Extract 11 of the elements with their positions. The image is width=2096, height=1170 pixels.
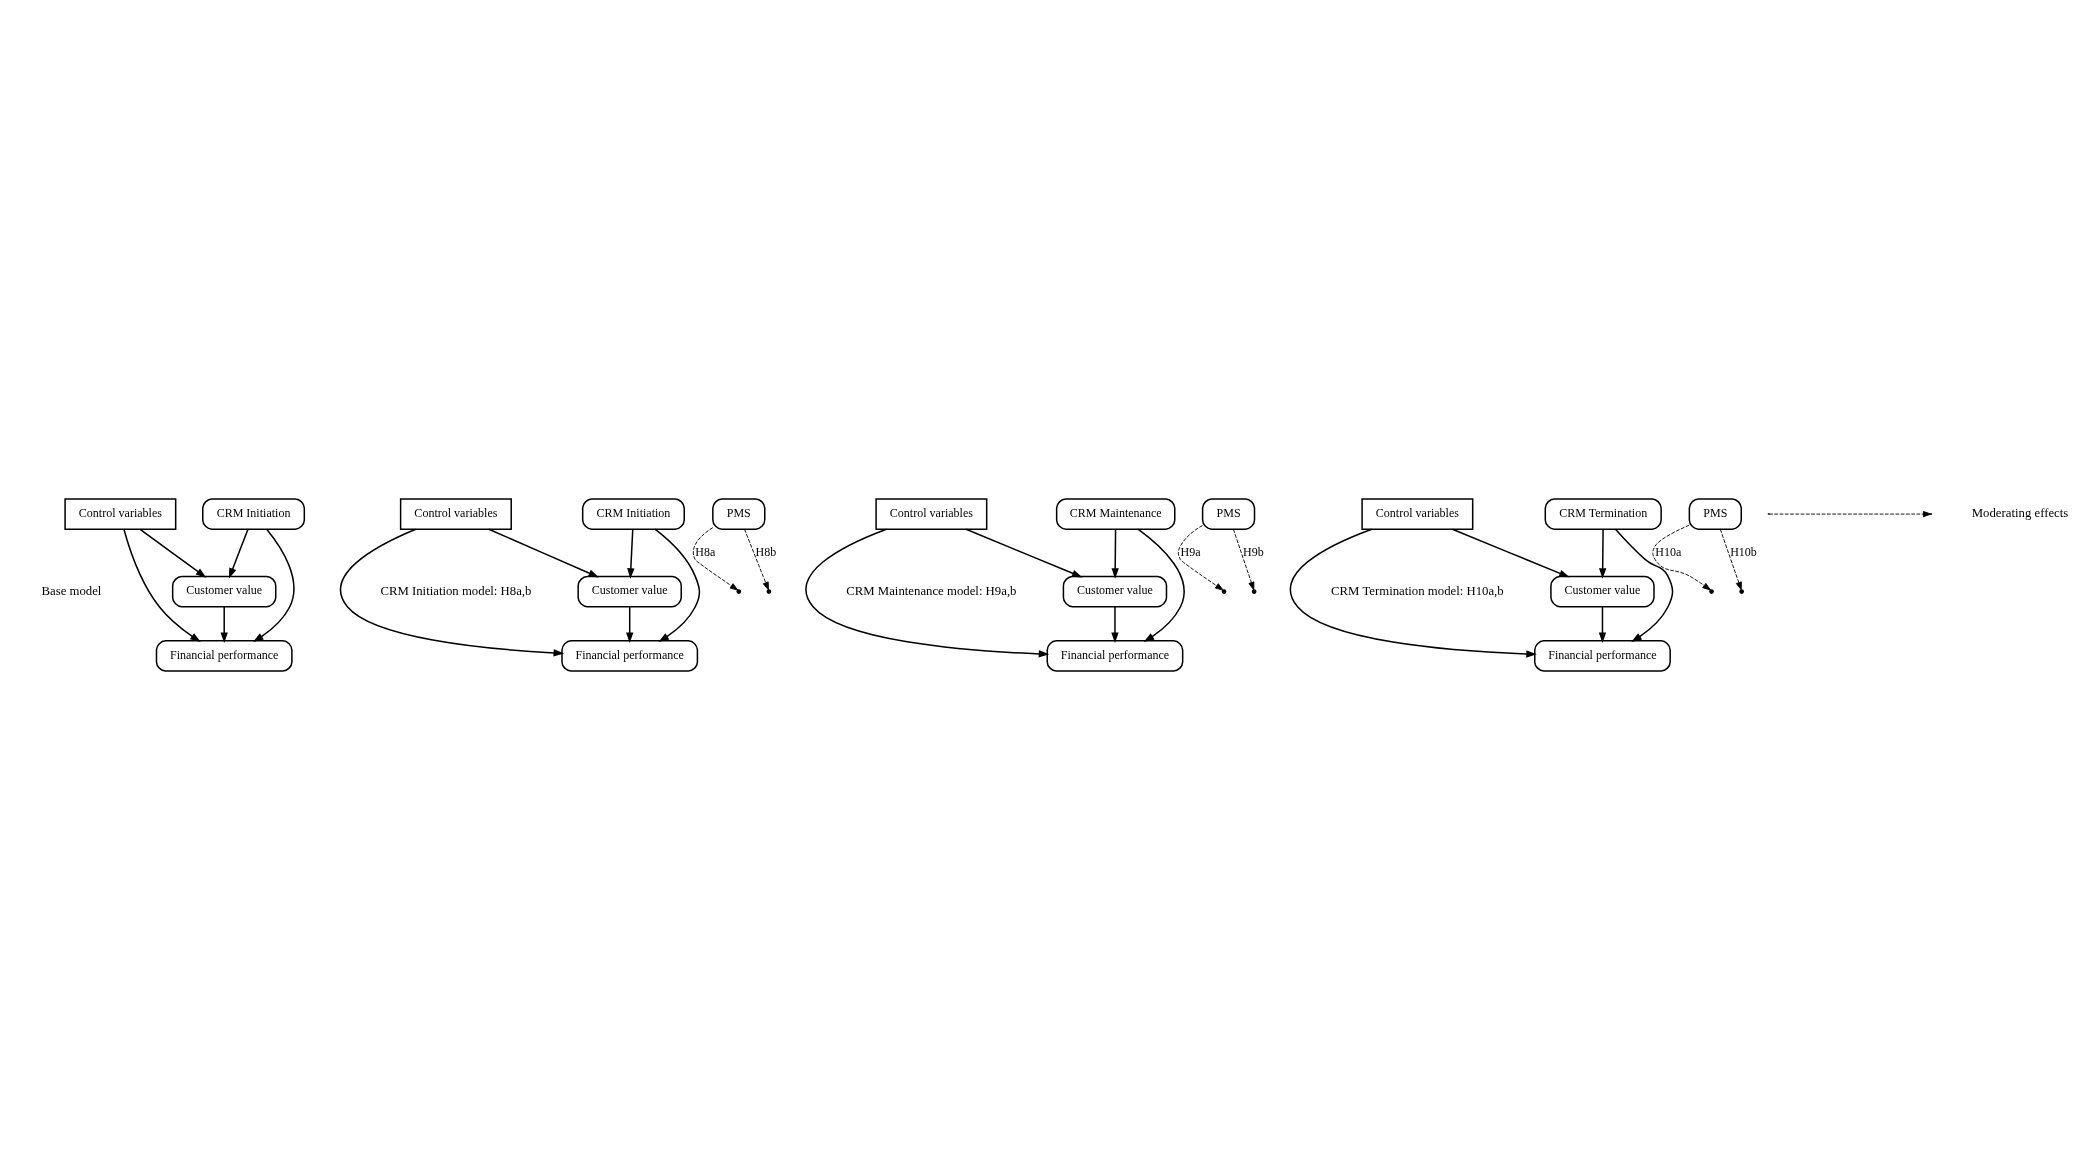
label: CRM Maintenance model: H9a,b — [846, 583, 1017, 598]
label: CRM Termination model: H10a,b — [1331, 583, 1504, 598]
edge-label: H8a — [695, 544, 716, 559]
edge-label: H10a — [1655, 544, 1682, 559]
edge-label: H9a — [1180, 544, 1201, 559]
edge-label: H9b — [1243, 544, 1264, 559]
label: Base model — [41, 583, 102, 598]
label: CRM Initiation model: H8a,b — [380, 583, 532, 598]
edge-label: H10b — [1730, 544, 1757, 559]
legend-label: Moderating effects — [1971, 506, 2069, 521]
edge-label: H8b — [755, 544, 777, 559]
